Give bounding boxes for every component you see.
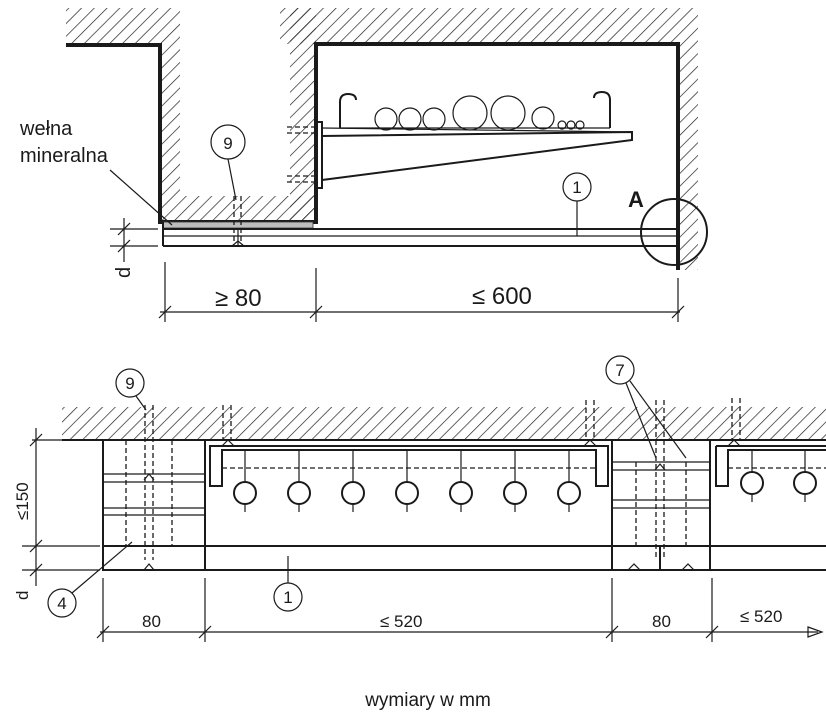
marker-9-top-label: 9 xyxy=(223,134,232,153)
insulation-leader xyxy=(109,169,173,226)
slab-hatch xyxy=(62,407,826,440)
wall-anchors xyxy=(287,126,314,183)
marker-4 xyxy=(47,588,77,618)
height-dimension xyxy=(22,428,100,586)
d-label-bottom: d xyxy=(13,591,32,600)
marker-7 xyxy=(605,355,635,385)
cable-bracket xyxy=(315,90,633,189)
marker-7-label: 7 xyxy=(615,361,624,380)
dim-520-right: ≤ 520 xyxy=(740,607,782,626)
dim-max-600: ≤ 600 xyxy=(472,283,532,310)
d-label-top: d xyxy=(113,267,135,278)
pipe-row-left xyxy=(233,450,581,512)
dim-80-left: 80 xyxy=(142,612,161,631)
support-block-middle xyxy=(611,400,711,571)
marker-4-label: 4 xyxy=(57,594,66,613)
cable-bundle xyxy=(374,95,585,131)
dim-80-right: 80 xyxy=(652,612,671,631)
ceiling-outline xyxy=(66,42,680,270)
d-dimension-top xyxy=(110,218,158,262)
insulation-label-2: mineralna xyxy=(20,145,109,167)
insulation-label-1: wełna xyxy=(19,118,73,140)
tray-hook-left xyxy=(339,92,357,128)
dim-min-80: ≥ 80 xyxy=(215,285,262,312)
width-dimension-top xyxy=(158,262,685,322)
detail-a-label: A xyxy=(628,187,644,212)
height-label: ≤150 xyxy=(13,482,32,520)
cable-tray-right xyxy=(715,439,826,502)
marker-1-bottom-label: 1 xyxy=(283,588,292,607)
mineral-wool-strip xyxy=(162,221,314,229)
ceiling-hatch xyxy=(66,8,698,270)
detail-a-circle xyxy=(640,198,708,266)
cable-tray-left xyxy=(209,439,609,487)
dim-520-left: ≤ 520 xyxy=(380,612,422,631)
width-dimension-bottom xyxy=(96,578,824,642)
hanger-fasteners xyxy=(222,398,741,440)
top-section-view: A 1 9 wełna mineralna d xyxy=(19,8,708,322)
units-caption: wymiary w mm xyxy=(364,690,491,711)
marker-1-top-label: 1 xyxy=(572,178,581,197)
marker-9-bottom xyxy=(115,368,145,398)
fastener-9 xyxy=(231,196,245,247)
tray-hook-right xyxy=(593,90,611,128)
marker-9-bottom-label: 9 xyxy=(125,374,134,393)
bottom-section-view: 9 7 4 1 ≤150 d xyxy=(13,355,826,642)
